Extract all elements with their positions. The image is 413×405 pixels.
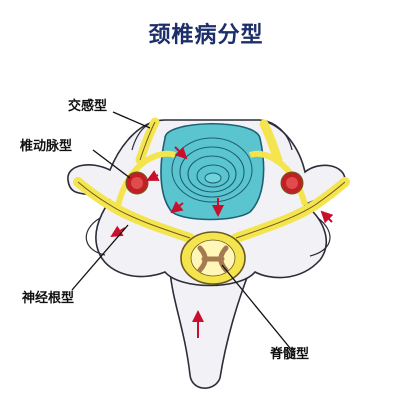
intervertebral-disc (160, 122, 265, 221)
label-sympathetic: 交感型 (68, 98, 107, 114)
spinal-cord (180, 231, 246, 285)
label-nerve-root: 神经根型 (22, 290, 74, 306)
leader-lines (71, 111, 291, 349)
label-vertebral-artery: 椎动脉型 (19, 138, 72, 154)
label-spinal-cord: 脊髓型 (269, 346, 309, 362)
diagram-title: 颈椎病分型 (148, 22, 263, 48)
nerve-roots (73, 117, 350, 243)
vertebral-arteries (125, 171, 304, 195)
compression-arrows (110, 146, 334, 338)
